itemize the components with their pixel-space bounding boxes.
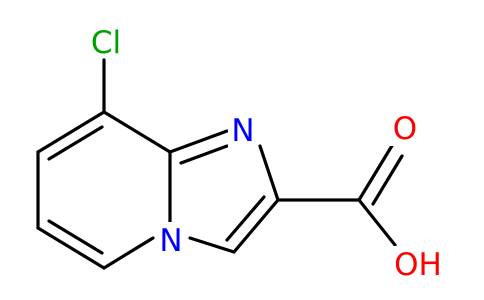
bond-c6-c5-inner [47, 219, 104, 255]
bond-c8a-n1 [168, 129, 229, 154]
bond-c8a-n1-inner [179, 144, 229, 165]
bond-ccooh-o-double-a [357, 142, 395, 202]
atom-chlorine: Cl [91, 25, 121, 61]
oh-label-bg [390, 246, 446, 282]
bond-c8-c7 [36, 110, 106, 154]
n-bridge-label-bg [156, 222, 186, 258]
atom-labels: Cl N N O OH [85, 24, 446, 283]
cl-label-bg [85, 24, 129, 58]
bond-ccooh-o-double-b [371, 154, 404, 206]
bond-c2-c3-inner [225, 195, 266, 242]
bond-c3-n4 [188, 236, 236, 254]
bond-c6-c5 [36, 226, 106, 270]
bond-c8a-c8 [102, 110, 172, 154]
bond-n1-c2 [258, 144, 280, 202]
bonds [36, 58, 404, 270]
bond-c5-n4 [102, 236, 155, 270]
atom-oxygen-carbonyl: O [393, 111, 417, 147]
atom-hydroxyl: OH [394, 247, 442, 283]
n-imine-label-bg [228, 112, 258, 148]
o-carbonyl-label-bg [389, 110, 421, 146]
atom-nitrogen-imine: N [231, 113, 254, 149]
bond-c8-c7-inner [47, 125, 104, 161]
atom-nitrogen-bridgehead: N [159, 223, 182, 259]
bond-ccooh-oh [357, 198, 397, 247]
bond-c2-c3 [232, 198, 280, 254]
